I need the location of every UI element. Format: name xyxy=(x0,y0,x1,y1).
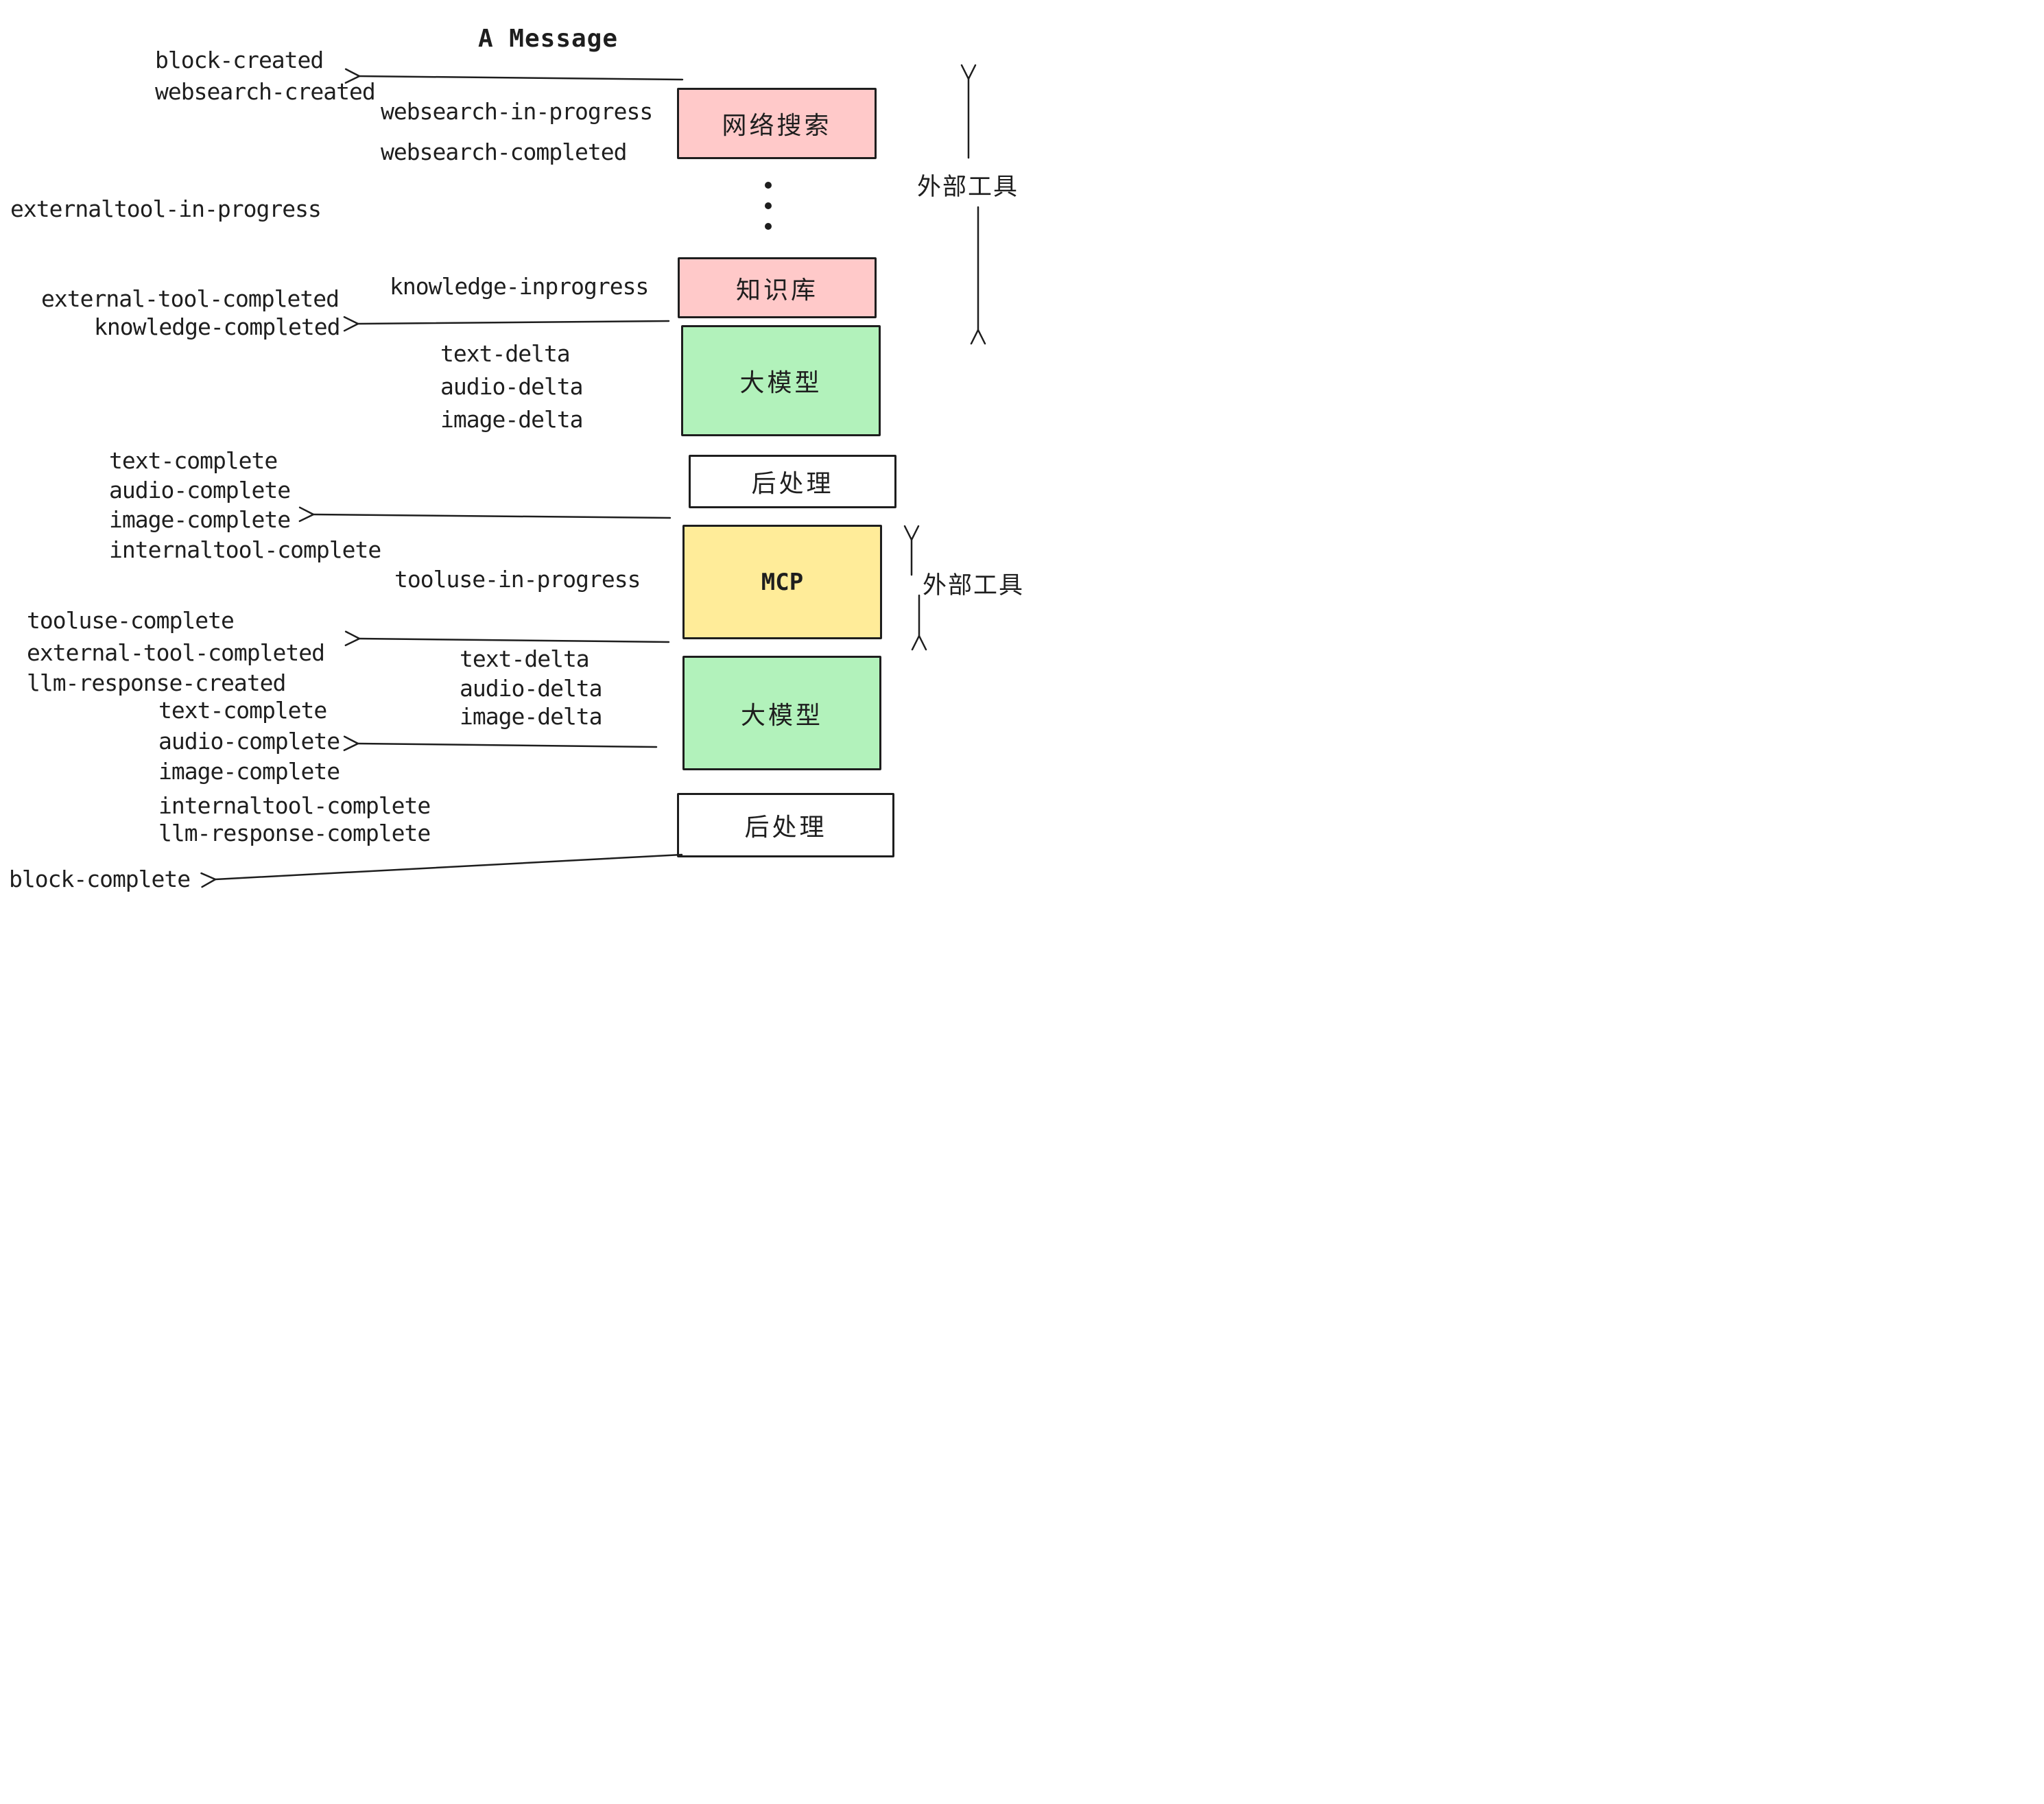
box-llm-1-label: 大模型 xyxy=(739,369,822,397)
event-text-complete-2: text-complete xyxy=(158,697,327,724)
event-image-complete-2: image-complete xyxy=(158,758,340,785)
box-websearch-label: 网络搜索 xyxy=(722,112,832,140)
event-tooluse-complete: tooluse-complete xyxy=(27,607,235,634)
event-text-delta: text-delta xyxy=(440,340,571,367)
event-websearch-created: websearch-created xyxy=(155,78,376,105)
event-text-delta-2: text-delta xyxy=(460,645,590,672)
box-llm-2-label: 大模型 xyxy=(740,701,823,730)
box-postprocess-1: 后处理 xyxy=(689,455,896,508)
arrow-websearch-to-created xyxy=(344,68,684,84)
event-websearch-in-progress: websearch-in-progress xyxy=(381,98,653,125)
event-audio-delta: audio-delta xyxy=(440,373,584,400)
event-audio-complete-2: audio-complete xyxy=(158,728,340,755)
event-image-complete: image-complete xyxy=(109,506,291,533)
event-externaltool-in-progress: externaltool-in-progress xyxy=(10,195,322,222)
event-llm-response-created: llm-response-created xyxy=(27,669,286,696)
arrow-mcp-to-tooluse-complete xyxy=(344,630,670,647)
event-external-tool-completed-2: external-tool-completed xyxy=(27,639,325,666)
event-knowledge-completed: knowledge-completed xyxy=(94,313,340,340)
event-block-created: block-created xyxy=(155,47,324,73)
event-internaltool-complete: internaltool-complete xyxy=(109,536,381,563)
box-postprocess-2: 后处理 xyxy=(677,793,894,857)
arrow-mcp-to-image-complete xyxy=(298,506,672,523)
event-internaltool-complete-2: internaltool-complete xyxy=(158,792,431,819)
box-mcp-label: MCP xyxy=(761,568,804,596)
arrow-postprocess-to-block-complete xyxy=(200,853,683,888)
event-image-delta-2: image-delta xyxy=(460,703,603,730)
event-audio-complete: audio-complete xyxy=(109,477,291,503)
box-postprocess-1-label: 后处理 xyxy=(751,470,834,498)
event-websearch-completed: websearch-completed xyxy=(381,139,627,165)
side-label-external-tools-2: 外部工具 xyxy=(923,572,1022,600)
box-postprocess-2-label: 后处理 xyxy=(744,814,827,842)
arrow-llm2-to-audio-complete xyxy=(343,735,658,752)
box-websearch: 网络搜索 xyxy=(677,88,877,159)
event-text-complete: text-complete xyxy=(109,447,278,474)
message-flow-diagram: A Message block-created websearch-create… xyxy=(0,0,1022,902)
box-llm-2: 大模型 xyxy=(682,656,881,770)
event-llm-response-complete: llm-response-complete xyxy=(158,820,431,846)
box-knowledge-label: 知识库 xyxy=(735,276,818,305)
event-audio-delta-2: audio-delta xyxy=(460,675,603,702)
box-mcp: MCP xyxy=(682,525,882,639)
event-external-tool-completed: external-tool-completed xyxy=(41,285,340,312)
side-label-external-tools-1: 外部工具 xyxy=(917,174,1019,201)
arrow-llm1-to-knowledge-completed xyxy=(343,316,670,332)
box-llm-1: 大模型 xyxy=(681,325,881,436)
box-knowledge: 知识库 xyxy=(678,257,877,318)
event-tooluse-in-progress: tooluse-in-progress xyxy=(394,566,641,593)
event-block-complete: block-complete xyxy=(9,866,191,892)
page-title: A Message xyxy=(477,25,619,53)
event-knowledge-inprogress: knowledge-inprogress xyxy=(390,273,649,300)
event-image-delta: image-delta xyxy=(440,406,584,433)
